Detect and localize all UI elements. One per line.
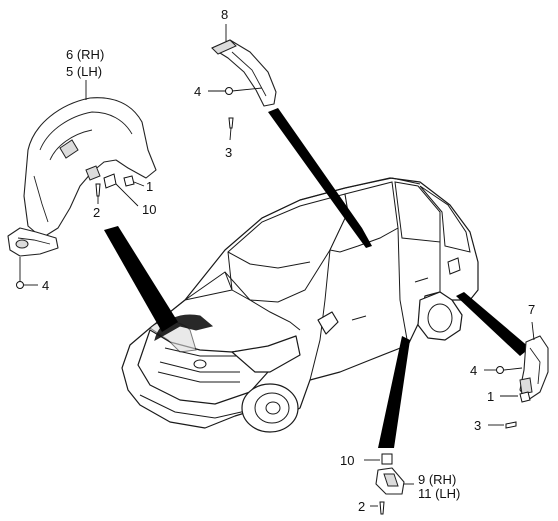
callout-10-bottom: 10 bbox=[340, 453, 354, 468]
callout-4-top: 4 bbox=[194, 84, 201, 99]
clip-4-right bbox=[496, 366, 504, 374]
callout-4-right: 4 bbox=[470, 363, 477, 378]
upper-rear-liner bbox=[211, 39, 277, 107]
clip-4-top bbox=[225, 87, 233, 95]
front-fender-liner bbox=[7, 97, 157, 257]
callout-6-rh: 6 (RH) bbox=[66, 47, 104, 62]
callout-1-left: 1 bbox=[146, 179, 153, 194]
callout-5-lh: 5 (LH) bbox=[66, 64, 102, 79]
bolt-1-left bbox=[123, 175, 135, 187]
fastener-group-bottom bbox=[364, 453, 414, 515]
callout-10-left: 10 bbox=[142, 202, 156, 217]
callout-2-bottom: 2 bbox=[358, 499, 365, 514]
screw-3-right bbox=[505, 421, 517, 429]
leader-sweeps bbox=[104, 108, 530, 448]
screw-3-top bbox=[228, 117, 234, 129]
callout-9-rh: 9 (RH) bbox=[418, 472, 456, 487]
callout-3-top: 3 bbox=[225, 145, 232, 160]
car-illustration bbox=[121, 177, 479, 433]
nut-10-left bbox=[103, 173, 117, 189]
bolt-1-right bbox=[519, 391, 531, 403]
clip-4-left bbox=[16, 281, 24, 289]
screw-2-left bbox=[95, 183, 101, 197]
screw-2-bottom bbox=[379, 501, 385, 515]
nut-10-bottom bbox=[381, 453, 393, 465]
sill-bracket bbox=[375, 467, 405, 495]
callout-labels: 6 (RH) 5 (LH) 8 4 3 1 2 10 4 7 4 1 3 10 … bbox=[42, 7, 535, 514]
fastener-group-top bbox=[208, 87, 263, 141]
fastener-group-left bbox=[16, 173, 145, 289]
callout-2-left: 2 bbox=[93, 205, 100, 220]
callout-11-lh: 11 (LH) bbox=[418, 486, 460, 501]
callout-8: 8 bbox=[221, 7, 228, 22]
callout-7: 7 bbox=[528, 302, 535, 317]
fastener-group-right bbox=[484, 321, 535, 429]
callout-3-right: 3 bbox=[474, 418, 481, 433]
callout-1-right: 1 bbox=[487, 389, 494, 404]
callout-4-left: 4 bbox=[42, 278, 49, 293]
rear-wheel-bracket bbox=[519, 335, 549, 401]
